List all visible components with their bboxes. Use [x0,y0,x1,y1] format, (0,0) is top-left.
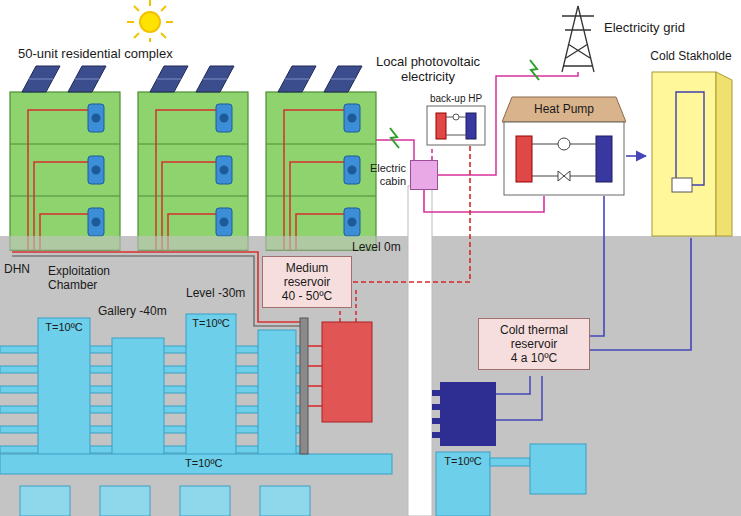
access-shaft [408,186,432,516]
cold-reservoir-body [432,382,496,446]
node-title: Medium reservoir [268,261,346,289]
pipe-label: DHN [4,262,30,276]
dhn-pipe [12,252,300,322]
reservoir-box: Cold thermal reservoir4 a 10ºC [478,318,590,370]
cold-pipe [496,376,542,420]
building [10,66,120,250]
mine-galleries [0,314,392,516]
temperature-label: T=10ºC [185,457,222,470]
heat-pump-house: Heat Pump [502,96,626,196]
node-title: Heat Pump [502,102,626,116]
building [266,66,376,250]
lightning-symbol [530,60,539,80]
level-label: Gallery -40m [98,304,167,318]
caption-text: Electricity grid [604,20,685,35]
connector [626,155,646,157]
backup-heat-pump: back-up HP [426,92,486,146]
cold-stakeholder-building: Cold Stakholde [646,48,736,238]
area-label: Exploitation Chamber [48,264,144,292]
connector [590,196,604,336]
node-title: Cold Stakholde [646,49,736,63]
lightning-symbol [390,128,399,148]
cold-user-building [646,48,736,238]
node-text: 4 a 10ºC [484,351,584,365]
ground [0,236,741,516]
temperature-label: T=10ºC [186,317,236,330]
node-text: 40 - 50ºC [268,289,346,303]
hot-reservoir [322,322,372,422]
power-tower [562,6,594,72]
caption-text: Local photovoltaic electricity [366,54,490,84]
connector [431,146,433,160]
connector [590,238,691,350]
ground-overlay [0,236,380,250]
node-title: Cold thermal reservoir [484,323,584,351]
reservoir-box: Medium reservoir40 - 50ºC [262,256,352,308]
cabin-box [410,160,438,190]
connector [352,146,470,282]
manifold [300,318,308,454]
building [138,66,248,250]
mine-galleries [436,444,586,516]
dhn-pipe [12,256,300,326]
caption-text: 50-unit residential complex [18,46,173,61]
node-title: back-up HP [426,92,486,105]
temperature-label: T=10ºC [436,455,490,468]
level-label: Level -30m [186,286,245,300]
temperature-label: T=10ºC [38,321,90,334]
level-label: Level 0m [352,240,401,254]
electric-cabin: Electric cabin [356,160,438,190]
sun [127,0,173,42]
node-title: Electric cabin [356,162,406,188]
